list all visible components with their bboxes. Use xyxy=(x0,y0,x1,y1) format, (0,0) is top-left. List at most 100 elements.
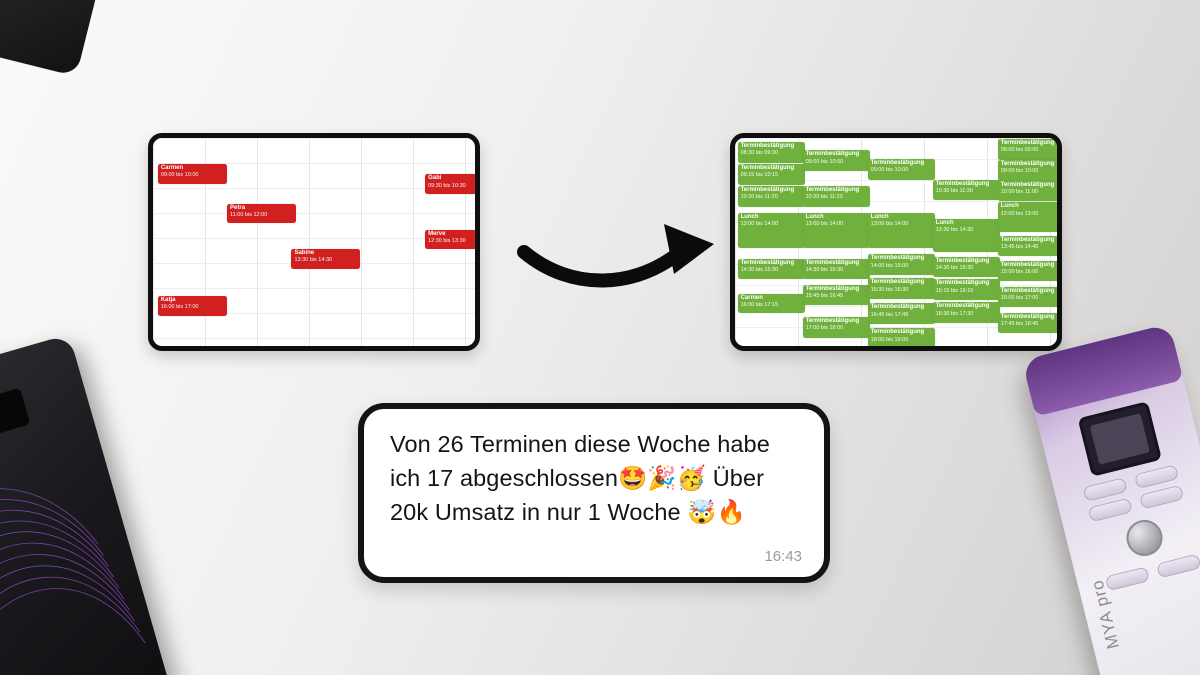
appointment-time: 09:30 bis 10:30 xyxy=(428,182,466,189)
appointment-title: Terminbestätigung xyxy=(1000,140,1055,147)
appointment-title: Terminbestätigung xyxy=(1000,313,1055,320)
appointment-title: Terminbestätigung xyxy=(870,255,925,262)
appointment-time: 12:30 bis 13:30 xyxy=(428,237,466,244)
appointment-time: 08:00 bis 09:00 xyxy=(1000,147,1039,154)
appointment-title: Terminbestätigung xyxy=(870,329,925,336)
appointment-time: 13:30 bis 14:30 xyxy=(935,227,974,234)
appointment-title: Petra xyxy=(230,204,246,211)
appointment-time: 16:45 bis 17:45 xyxy=(870,311,909,318)
appointment-time: 16:00 bis 17:15 xyxy=(740,302,779,309)
appointment-title: Terminbestätigung xyxy=(805,186,860,193)
appointment-title: Terminbestätigung xyxy=(805,151,860,158)
appointment-time: 15:00 bis 16:00 xyxy=(1000,268,1039,275)
appointment-time: 14:00 bis 15:00 xyxy=(870,262,909,269)
appointment-title: Terminbestätigung xyxy=(740,259,795,266)
appointment-title: Terminbestätigung xyxy=(740,143,795,150)
appointment-title: Terminbestätigung xyxy=(870,279,925,286)
appointment-time: 13:45 bis 14:45 xyxy=(1000,243,1039,250)
purple-line-art xyxy=(0,488,146,664)
appointment-time: 16:00 bis 17:00 xyxy=(160,304,199,311)
appointment-title: Terminbestätigung xyxy=(1000,181,1055,188)
appointment-time: 17:00 bis 18:00 xyxy=(805,325,844,332)
transformation-arrow xyxy=(517,224,714,288)
message-timestamp: 16:43 xyxy=(764,548,802,565)
appointment-title: Terminbestätigung xyxy=(870,159,925,166)
appointment-time: 10:30 bis 11:30 xyxy=(935,187,973,194)
appointment-title: Terminbestätigung xyxy=(740,165,795,171)
appointment-title: Terminbestätigung xyxy=(870,304,925,311)
appointment-title: Terminbestätigung xyxy=(1000,261,1055,268)
appointment-time: 10:00 bis 11:00 xyxy=(1000,188,1038,195)
appointment-title: Lunch xyxy=(935,220,954,227)
appointment-time: 08:30 bis 09:30 xyxy=(740,150,779,157)
appointment-title: Terminbestätigung xyxy=(935,257,990,264)
device-button xyxy=(1104,566,1151,592)
appointment-time: 10:20 bis 11:20 xyxy=(805,194,843,201)
appointment-title: Terminbestätigung xyxy=(805,317,860,324)
appointment-title: Lunch xyxy=(1000,203,1019,210)
appointment-time: 09:15 bis 10:15 xyxy=(740,172,779,179)
whatsapp-message-bubble: Von 26 Terminen diese Woche habe ich 17 … xyxy=(358,403,830,583)
device-knob xyxy=(1122,516,1167,560)
appointment-title: Terminbestätigung xyxy=(740,186,795,193)
appointment-time: 15:15 bis 16:15 xyxy=(935,287,974,294)
appointment-title: Lunch xyxy=(805,213,824,220)
appointment-time: 09:00 bis 10:00 xyxy=(870,166,909,173)
message-text: Von 26 Terminen diese Woche habe ich 17 … xyxy=(390,431,770,526)
appointment-time: 09:00 bis 10:00 xyxy=(805,158,844,165)
device-button xyxy=(1156,553,1200,579)
appointment-time: 13:00 bis 14:00 xyxy=(870,221,909,228)
appointment-title: Lunch xyxy=(740,213,759,220)
laser-device-photo xyxy=(0,334,188,675)
appointment-time: 14:30 bis 15:30 xyxy=(935,264,974,271)
appointment-title: Terminbestätigung xyxy=(805,285,860,292)
device-screen xyxy=(1077,401,1162,477)
appointment-time: 16:00 bis 17:00 xyxy=(1000,294,1039,301)
appointment-time: 11:00 bis 12:00 xyxy=(230,211,268,218)
device-button xyxy=(1087,497,1133,523)
appointment-time: 13:30 bis 14:30 xyxy=(294,257,333,264)
appointment-title: Sabine xyxy=(294,250,315,257)
appointment-time: 15:30 bis 16:30 xyxy=(870,286,909,293)
appointment-title: Carmen xyxy=(740,295,763,301)
appointment-time: 09:00 bis 10:00 xyxy=(160,172,199,179)
appointment-title: Katja xyxy=(160,297,176,304)
appointment-time: 16:30 bis 17:30 xyxy=(935,310,974,317)
appointment-title: Terminbestätigung xyxy=(1000,160,1055,167)
appointment-time: 14:30 bis 15:30 xyxy=(805,266,844,273)
